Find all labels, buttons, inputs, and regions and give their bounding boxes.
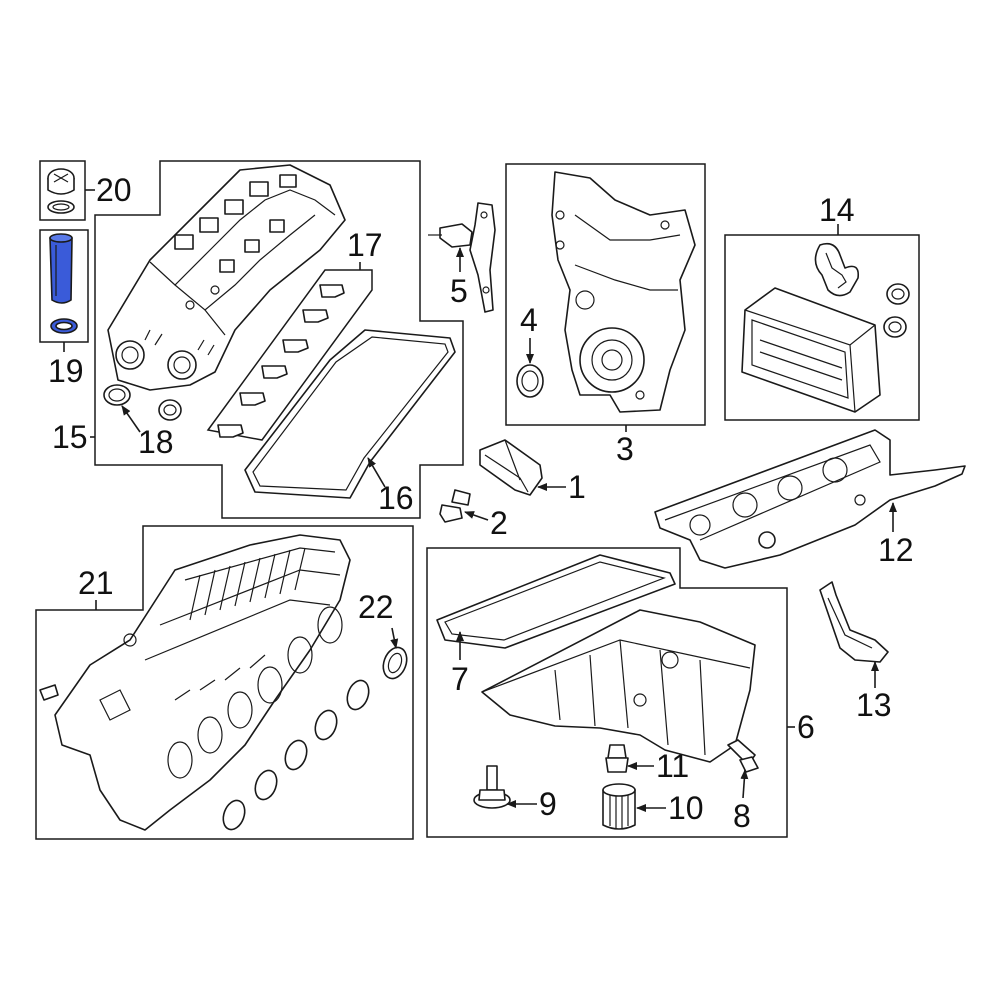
valve-cover-gasket-part[interactable] [244, 329, 456, 499]
callout-10[interactable]: 10 [668, 790, 704, 826]
intake-gasket-part[interactable] [219, 644, 410, 832]
callout-5[interactable]: 5 [450, 273, 468, 309]
group-frame-3 [505, 163, 706, 426]
engine-cover-part[interactable] [479, 439, 543, 496]
callout-18[interactable]: 18 [138, 424, 174, 460]
leader-16 [367, 457, 386, 488]
callout-7[interactable]: 7 [451, 661, 469, 697]
callout-1[interactable]: 1 [568, 469, 586, 505]
callout-9[interactable]: 9 [539, 786, 557, 822]
bolt-part[interactable] [473, 765, 511, 809]
valve-cover-seal-part[interactable] [103, 384, 182, 421]
oil-baffle-part[interactable] [654, 429, 966, 569]
group-frame-15 [94, 160, 464, 519]
valve-cover-part[interactable] [107, 164, 346, 391]
oil-filler-tube-part[interactable] [49, 233, 78, 334]
callout-12[interactable]: 12 [878, 532, 914, 568]
callout-13[interactable]: 13 [856, 687, 892, 723]
callout-14[interactable]: 14 [819, 192, 855, 228]
callout-6[interactable]: 6 [797, 709, 815, 745]
oil-pan-part[interactable] [481, 609, 756, 763]
oil-pickup-tube-part[interactable] [819, 581, 889, 663]
front-crank-seal-part[interactable] [516, 364, 544, 398]
callout-17[interactable]: 17 [347, 227, 383, 263]
callout-15[interactable]: 15 [52, 419, 88, 455]
leader-8 [740, 769, 749, 799]
oil-pressure-sensor-part[interactable] [727, 739, 759, 773]
callout-22[interactable]: 22 [358, 589, 394, 625]
callout-8[interactable]: 8 [733, 798, 751, 834]
oil-filler-cap-part[interactable] [47, 168, 75, 214]
oil-pan-gasket-part[interactable] [436, 554, 676, 649]
sensor-part[interactable] [439, 489, 471, 523]
group-frame-6 [426, 547, 788, 838]
oil-cooler-part[interactable] [741, 242, 910, 413]
intake-manifold-part[interactable] [39, 534, 351, 831]
callout-4[interactable]: 4 [520, 302, 538, 338]
drain-plug-part[interactable] [605, 744, 629, 773]
oil-filter-part[interactable] [602, 783, 636, 830]
callout-20[interactable]: 20 [96, 172, 132, 208]
leader-18 [121, 405, 141, 433]
sensor-bracket-part[interactable] [428, 202, 496, 313]
callout-16[interactable]: 16 [378, 480, 414, 516]
spark-plug-tube-seal-part[interactable] [206, 269, 373, 441]
callout-3[interactable]: 3 [616, 431, 634, 467]
callout-19[interactable]: 19 [48, 353, 84, 389]
callout-11[interactable]: 11 [656, 748, 690, 784]
group-frame-14 [724, 234, 920, 421]
callout-21[interactable]: 21 [78, 565, 114, 601]
timing-cover-part[interactable] [551, 171, 696, 413]
leader-2 [464, 511, 489, 521]
group-frame-21 [35, 525, 414, 840]
leader-lines [63, 189, 897, 812]
callout-2[interactable]: 2 [490, 505, 508, 541]
leader-22 [390, 627, 399, 649]
